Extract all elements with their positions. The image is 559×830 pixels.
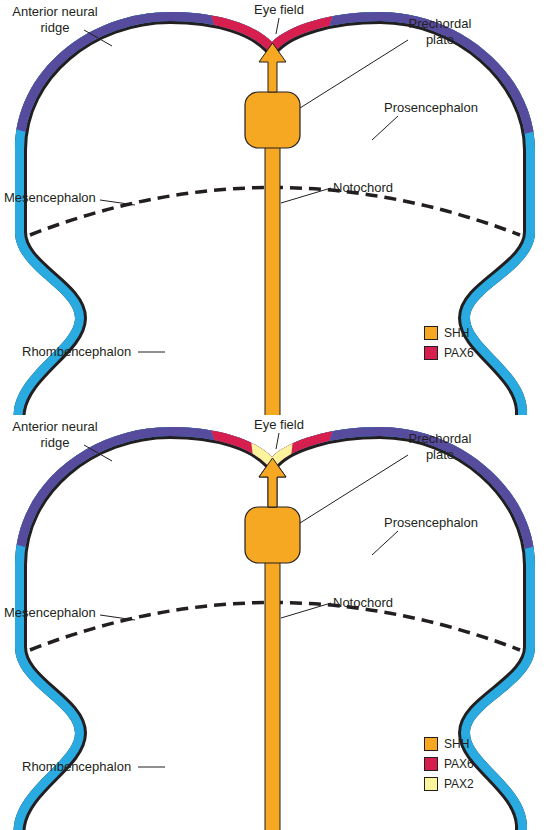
legend-label: PAX6 xyxy=(444,346,474,360)
region-label: Mesencephalon xyxy=(4,605,114,621)
structure-label: Prechordal plate xyxy=(400,16,480,47)
legend-swatch xyxy=(424,757,438,771)
legend-label: PAX6 xyxy=(444,757,474,771)
legend-swatch xyxy=(424,737,438,751)
neural-tube-shape xyxy=(12,12,535,415)
structure-label: Notochord xyxy=(333,595,423,611)
pax2-region xyxy=(12,427,535,830)
structure-label: Eye field xyxy=(244,2,314,18)
legend-label: SHH xyxy=(444,326,469,340)
region-label: Prosencephalon xyxy=(384,100,504,116)
region-label: Rhombencephalon xyxy=(22,344,152,360)
legend-swatch xyxy=(424,326,438,340)
structure-label: Eye field xyxy=(244,417,314,433)
legend-label: PAX2 xyxy=(444,777,474,791)
legend-label: SHH xyxy=(444,737,469,751)
legend-swatch xyxy=(424,777,438,791)
structure-label: Anterior neural ridge xyxy=(12,419,98,450)
region-label: Rhombencephalon xyxy=(22,759,152,775)
structure-label: Anterior neural ridge xyxy=(12,4,98,35)
legend-swatch xyxy=(424,346,438,360)
structure-label: Prechordal plate xyxy=(400,431,480,462)
region-label: Mesencephalon xyxy=(4,190,114,206)
structure-label: Notochord xyxy=(333,180,423,196)
signal-arrow xyxy=(259,458,286,507)
neural-tube-shape xyxy=(12,427,535,830)
region-label: Prosencephalon xyxy=(384,515,504,531)
